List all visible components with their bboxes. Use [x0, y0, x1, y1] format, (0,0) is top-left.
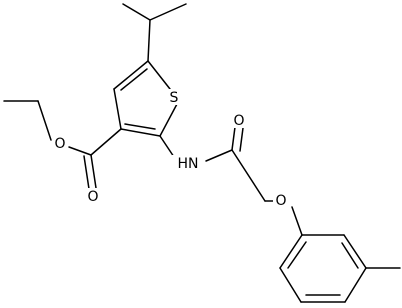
aryl-ether-oxygen-atom: O: [273, 192, 289, 209]
bond-o-ethyl-ch2: [37, 100, 52, 141]
bond-ar-c6-c1-inner: [287, 241, 307, 269]
atom-labels: S O O HN O O: [52, 89, 289, 209]
bond-carbonyl-ch2: [231, 149, 266, 202]
bond-ar-c6-c1: [279, 234, 303, 269]
bond-nh-carbonyl: [205, 149, 233, 162]
bond-ester-c-o-single: [68, 146, 92, 156]
bond-ester-c-o-double: [90, 154, 97, 189]
amide-carbonyl-oxygen-label: O: [233, 113, 244, 129]
bond-c4-c5: [113, 60, 149, 90]
amide-nitrogen-label: HN: [178, 156, 199, 172]
bond-s-c2: [159, 103, 178, 137]
bond-o-aryl: [291, 206, 303, 236]
bond-c3-c4: [113, 88, 122, 130]
amide-carbonyl-oxygen-atom: O: [231, 112, 247, 129]
bond-isopropyl-methyl-left: [122, 3, 151, 21]
sulfur-label: S: [170, 90, 179, 106]
bond-amide-c-o-double-2: [239, 127, 244, 152]
bond-ester-c-o-double-2: [83, 155, 90, 190]
bond-c2-c3: [120, 128, 161, 137]
bond-isopropyl-methyl-right: [149, 3, 187, 21]
bond-ar-c5-c6: [279, 267, 302, 303]
bond-amide-c-o-double: [231, 126, 236, 151]
ester-carbonyl-oxygen-label: O: [87, 189, 98, 205]
bond-c3-carbonyl: [90, 128, 122, 156]
bond-c2-c3-inner: [124, 123, 156, 130]
bond-c4-c5-inner: [120, 68, 148, 91]
aryl-ether-oxygen-label: O: [275, 193, 286, 209]
amide-nitrogen-atom: HN: [172, 155, 204, 172]
ester-ether-oxygen-atom: O: [52, 135, 68, 152]
ester-ether-oxygen-label: O: [54, 136, 65, 152]
bond-ar-c2-c3: [343, 234, 367, 269]
ester-carbonyl-oxygen-atom: O: [85, 188, 101, 205]
bond-ar-c3-c4: [344, 267, 367, 303]
bonds: [3, 3, 401, 303]
sulfur-atom: S: [166, 89, 182, 106]
bond-isopropyl-to-ring: [147, 19, 151, 62]
bond-c5-s: [147, 60, 171, 90]
bond-ar-c2-c3-inner: [341, 242, 359, 269]
